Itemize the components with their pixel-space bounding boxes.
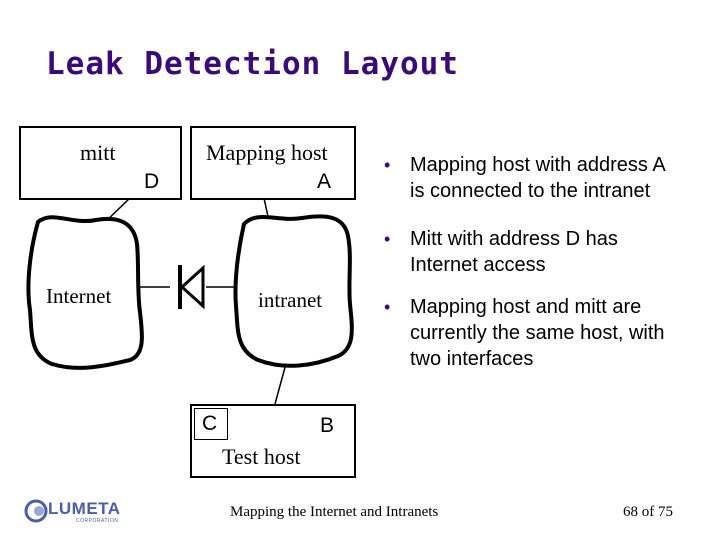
mapping-host-box	[190, 126, 356, 200]
mapping-host-address: A	[317, 170, 332, 193]
lumeta-logo-icon	[24, 499, 48, 523]
internet-cloud	[26, 215, 144, 370]
bullet-text: Mitt with address D has Internet access	[410, 228, 618, 276]
intranet-label: intranet	[258, 288, 323, 312]
bullet-item: • Mapping host and mitt are currently th…	[384, 294, 684, 372]
bullet-text: Mapping host with address A is connected…	[410, 154, 665, 202]
mitt-label: mitt	[80, 140, 116, 165]
bullet-list: • Mapping host with address A is connect…	[384, 152, 684, 388]
logo-text: LUMETA	[48, 499, 121, 518]
test-host-address-c: C	[202, 412, 218, 435]
lumeta-logo: LUMETA CORPORATION	[24, 497, 124, 527]
test-host-interface-c	[194, 408, 228, 440]
intranet-cloud	[233, 214, 354, 368]
page-of: of	[641, 504, 655, 520]
footer-text: Mapping the Internet and Intranets	[230, 504, 439, 520]
mapping-host-label: Mapping host	[206, 140, 328, 165]
page-total: 75	[658, 504, 673, 520]
page-number: 68	[623, 504, 638, 520]
internet-label: Internet	[46, 284, 112, 308]
bullet-dot-icon: •	[384, 229, 391, 249]
test-host-address-b: B	[320, 414, 335, 437]
test-host-label: Test host	[222, 444, 301, 469]
page-indicator: 68 of 75	[623, 504, 673, 521]
bullet-dot-icon: •	[384, 155, 391, 175]
bullet-text: Mapping host and mitt are currently the …	[410, 296, 665, 370]
slide-title: Leak Detection Layout	[46, 46, 459, 82]
bullet-dot-icon: •	[384, 297, 391, 317]
bullet-item: • Mapping host with address A is connect…	[384, 152, 684, 204]
mitt-address: D	[144, 170, 160, 193]
bullet-item: • Mitt with address D has Internet acces…	[384, 226, 684, 278]
mitt-box	[19, 126, 182, 200]
logo-subtext: CORPORATION	[76, 518, 119, 524]
one-way-diode-icon	[178, 264, 205, 310]
